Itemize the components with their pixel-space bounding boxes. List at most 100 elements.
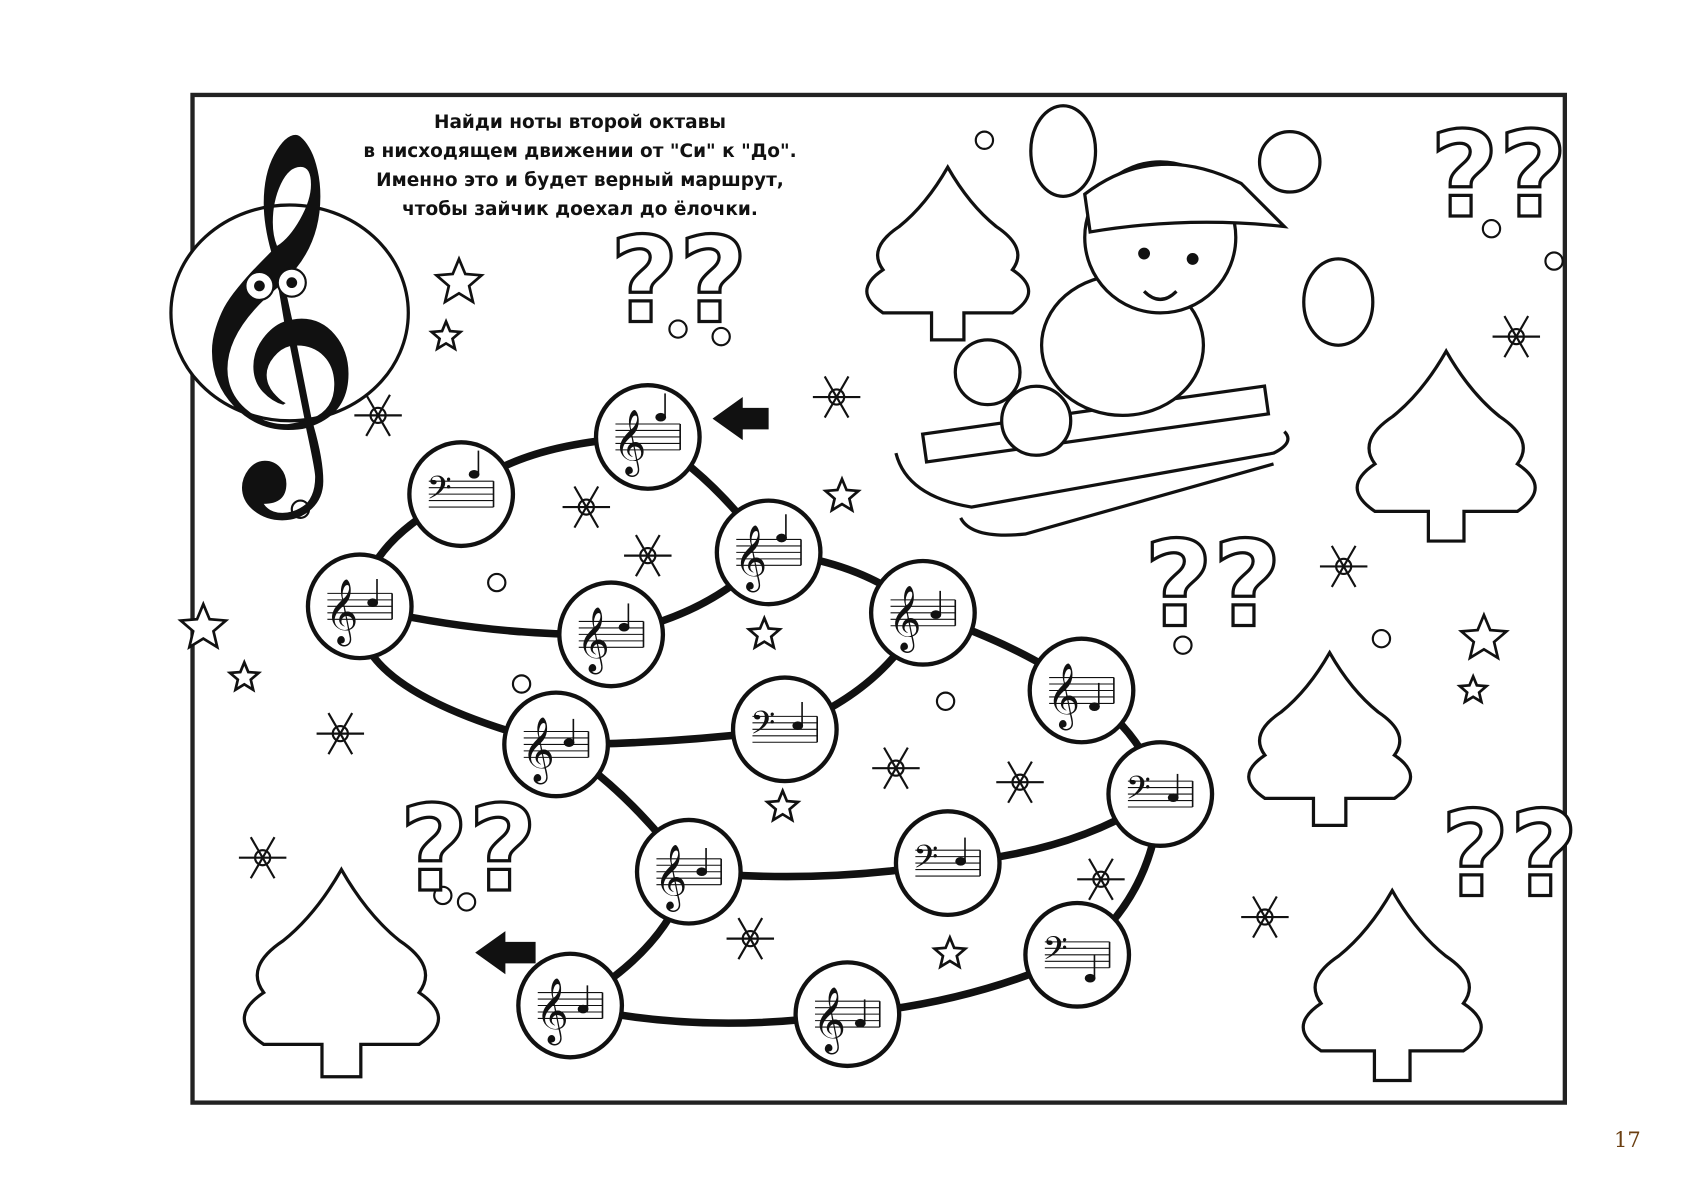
fir-tree-icon (1355, 347, 1537, 543)
note-station[interactable]: 𝄢 (893, 809, 1002, 918)
frame (190, 92, 1568, 1105)
bass-clef-icon: 𝄢 (750, 705, 775, 750)
note-head-icon (655, 412, 667, 422)
note-station[interactable]: 𝄞 (1027, 636, 1136, 745)
snowflake-icon (872, 747, 920, 790)
treble-clef-icon: 𝄞 (888, 586, 921, 653)
snowflake-icon (354, 394, 402, 437)
bass-clef-icon: 𝄢 (427, 470, 452, 515)
note-station[interactable]: 𝄢 (1106, 740, 1215, 848)
snowflake-icon (562, 485, 611, 529)
snowball-icon (935, 691, 956, 711)
fir-tree-icon (1301, 887, 1483, 1083)
instruction-line: чтобы зайчик доехал до ёлочки. (402, 199, 758, 220)
snowball-icon (711, 326, 731, 347)
note-station[interactable]: 𝄞 (868, 558, 977, 667)
treble-clef-character-icon: 𝄞 (169, 127, 410, 522)
treble-clef-icon: 𝄞 (734, 525, 767, 592)
treble-clef-icon: 𝄞 (613, 410, 646, 477)
note-station[interactable]: 𝄞 (714, 498, 823, 607)
treble-clef-icon: 𝄞 (813, 987, 846, 1054)
treble-clef-icon: 𝄞 (1047, 663, 1080, 730)
bass-clef-icon: 𝄢 (1126, 770, 1151, 815)
snowball-icon (511, 674, 532, 694)
fir-tree-icon (865, 163, 1031, 342)
note-station[interactable]: 𝄢 (1023, 900, 1132, 1009)
star-icon (1456, 672, 1490, 705)
note-head-icon (1089, 702, 1100, 711)
note-head-icon (1167, 793, 1179, 802)
note-head-icon (1084, 973, 1096, 983)
star-icon (931, 934, 969, 970)
snowflake-icon (996, 761, 1044, 804)
note-head-icon (367, 598, 379, 608)
note-station[interactable]: 𝄢 (407, 440, 516, 549)
treble-clef-icon: 𝄞 (577, 607, 610, 674)
note-station[interactable]: 𝄞 (634, 817, 743, 926)
instruction-line: в нисходящем движении от "Си" к "До". (363, 141, 797, 162)
star-icon (226, 658, 263, 693)
note-station[interactable]: 𝄞 (502, 690, 611, 799)
note-head-icon (854, 1018, 866, 1028)
star-icon (428, 317, 464, 352)
note-station[interactable]: 𝄢 (730, 675, 839, 784)
star-icon (433, 255, 485, 305)
snowball-icon (487, 572, 507, 593)
snowball-icon (1371, 628, 1392, 649)
decorations: ?????????? (177, 104, 1580, 1083)
note-head-icon (955, 856, 967, 866)
star-icon (1458, 611, 1510, 661)
note-head-icon (792, 721, 804, 731)
treble-clef-icon: 𝄞 (536, 978, 569, 1045)
bunny-on-sled-illustration (894, 104, 1375, 537)
treble-clef-icon: 𝄞 (325, 579, 358, 646)
instructions-text: Найди ноты второй октавы в нисходящем дв… (300, 108, 860, 224)
finish-arrow-icon (475, 931, 536, 975)
instruction-line: Найди ноты второй октавы (433, 112, 727, 133)
snowball-icon (1481, 219, 1502, 239)
note-head-icon (930, 610, 942, 619)
note-station[interactable]: 𝄞 (557, 580, 666, 689)
snowflake-icon (624, 534, 672, 577)
snowflake-icon (238, 836, 287, 879)
instruction-line: Именно это и будет верный маршрут, (376, 170, 784, 191)
question-mark-icon: ?? (610, 212, 748, 350)
bass-clef-icon: 𝄢 (913, 839, 938, 884)
snowflake-icon (1319, 545, 1368, 588)
note-head-icon (468, 470, 480, 479)
note-station[interactable]: 𝄞 (516, 951, 625, 1060)
bass-clef-icon: 𝄢 (1043, 931, 1068, 976)
treble-clef-icon: 𝄞 (654, 844, 687, 911)
note-stations: 𝄞 𝄢 𝄞 𝄞 𝄞 𝄞 𝄞 𝄞 𝄢 𝄢 𝄞 𝄢 𝄢 𝄞 𝄞 (305, 383, 1215, 1069)
note-head-icon (618, 622, 630, 632)
snowball-icon (456, 892, 477, 912)
note-station[interactable]: 𝄞 (305, 552, 414, 661)
question-mark-icon: ?? (400, 780, 538, 918)
star-icon (763, 787, 802, 823)
snowball-icon (668, 319, 688, 339)
snowball-icon (433, 885, 453, 906)
snowball-icon (1544, 251, 1564, 271)
question-mark-icon: ?? (1430, 106, 1568, 244)
star-icon (745, 614, 784, 651)
fir-tree-icon (242, 866, 440, 1079)
note-head-icon (577, 1004, 589, 1014)
snowflake-icon (1241, 895, 1289, 939)
snowflake-icon (316, 712, 365, 755)
question-mark-icon: ?? (1144, 516, 1282, 654)
snowflake-icon (1492, 315, 1541, 358)
snowflake-icon (726, 917, 775, 960)
page-number: 17 (1614, 1128, 1641, 1152)
note-head-icon (563, 738, 575, 747)
snowflake-icon (812, 375, 861, 419)
note-station[interactable]: 𝄞 (793, 960, 902, 1069)
snowball-icon (290, 499, 311, 519)
fir-tree-icon (1247, 649, 1412, 827)
treble-clef-icon: 𝄞 (522, 717, 555, 784)
note-station[interactable]: 𝄞 (593, 383, 702, 491)
snowball-icon (1173, 635, 1193, 655)
note-head-icon (776, 533, 787, 543)
snowflake-icon (1077, 858, 1125, 901)
question-mark-icon: ?? (1441, 785, 1579, 923)
